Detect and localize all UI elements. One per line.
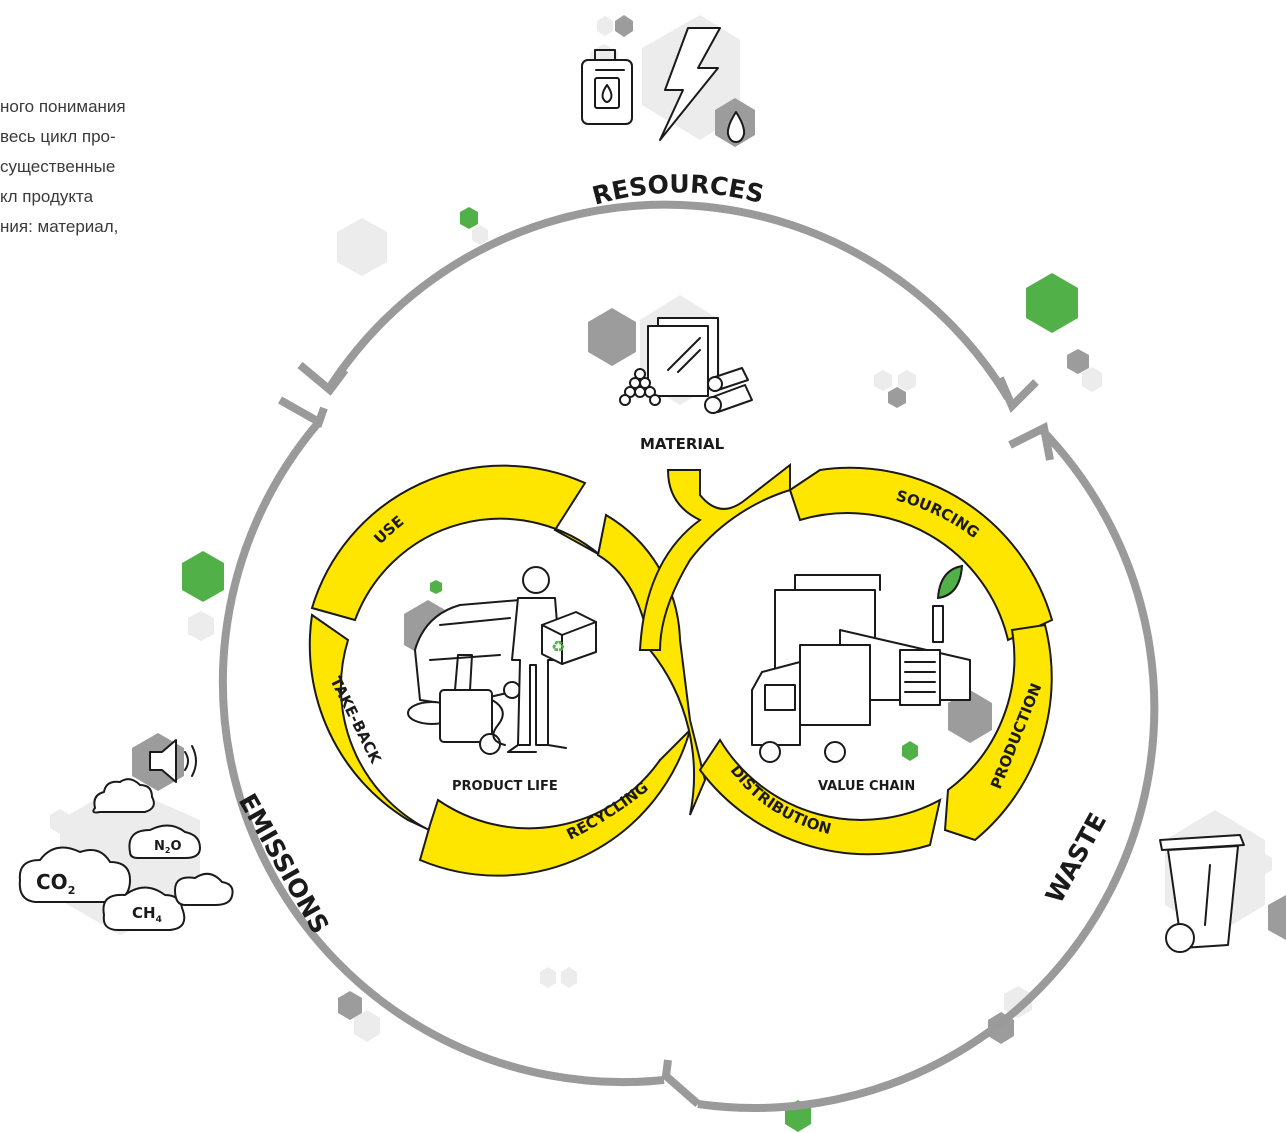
waste-label: WASTE (1040, 808, 1112, 908)
hexagon (430, 580, 442, 594)
ch4-label: CH4 (132, 904, 162, 925)
co2-label: CO2 (36, 870, 75, 897)
material-label: MATERIAL (640, 435, 725, 453)
hexagon (188, 611, 214, 641)
recycle-box-icon: ♻ (541, 611, 597, 665)
infinity-loops (308, 462, 1054, 877)
ring-arc-emissions (218, 419, 665, 1087)
glass-pane-icon (647, 317, 719, 397)
hexagon (874, 370, 892, 391)
intro-line: ного понимания (0, 97, 126, 116)
hexagon (1026, 273, 1078, 333)
emission-clouds (18, 778, 234, 931)
truck-icon (751, 644, 871, 763)
hexagon (460, 207, 478, 229)
ring-arrowhead (996, 376, 1039, 414)
hexagon (948, 690, 992, 743)
n2o-cloud (128, 824, 201, 859)
product-life-label: PRODUCT LIFE (452, 779, 558, 794)
emissions-label: EMISSIONS (233, 789, 335, 939)
hexagon (540, 967, 556, 988)
hexagon (1082, 367, 1102, 392)
hexagon (615, 15, 633, 37)
ring-arrowhead (297, 361, 349, 396)
intro-line: весь цикл про- (0, 127, 116, 146)
hexagon (338, 991, 362, 1020)
hexagon (561, 967, 577, 988)
value-chain-label: VALUE CHAIN (818, 779, 915, 794)
hexagon (888, 387, 906, 408)
hexagon (902, 741, 918, 761)
logs-icon (704, 367, 753, 414)
svg-text:♻: ♻ (551, 637, 565, 656)
intro-line: существенные (0, 157, 116, 176)
waste-bin-icon (1159, 834, 1245, 953)
small-cloud (174, 872, 234, 906)
pellets-icon (619, 368, 661, 406)
smog-cloud-icon (92, 778, 155, 814)
speaker-icon (149, 739, 197, 783)
recycling-arrow (418, 726, 693, 877)
use-arrow (310, 464, 601, 622)
ring-arrowhead (278, 396, 328, 428)
n2o-label: N2O (154, 839, 182, 855)
hexagon (472, 225, 488, 245)
hexagon (588, 308, 636, 366)
distribution-arrow (698, 738, 942, 856)
hexagon (1067, 349, 1089, 374)
intro-line: ния: материал, (0, 217, 119, 236)
water-drop-icon (726, 111, 746, 143)
outer-cycle-ring (218, 200, 1159, 1112)
hexagon (1268, 895, 1286, 940)
material-feed-arrow (638, 462, 791, 651)
production-arrow (943, 623, 1053, 842)
leaf-icon (936, 564, 964, 600)
hexagon (1252, 852, 1272, 876)
hexagon (337, 218, 387, 276)
intro-line: кл продукта (0, 187, 94, 206)
pressure-washer-icon (439, 654, 506, 755)
hexagon (898, 370, 916, 391)
lightning-icon (659, 27, 721, 141)
ring-arc-resources (324, 200, 1012, 401)
sourcing-arrow (788, 466, 1054, 642)
hexagon (182, 551, 224, 602)
hexagon (597, 16, 613, 36)
intro-text: ного понимания весь цикл про- существенн… (0, 92, 190, 242)
ring-arrowhead (1008, 422, 1054, 461)
fuel-canister-icon (581, 49, 633, 125)
hexagon (354, 1010, 380, 1042)
ring-arc-waste (697, 425, 1159, 1112)
ring-arrowhead (661, 1059, 701, 1108)
co2-cloud (18, 846, 131, 903)
